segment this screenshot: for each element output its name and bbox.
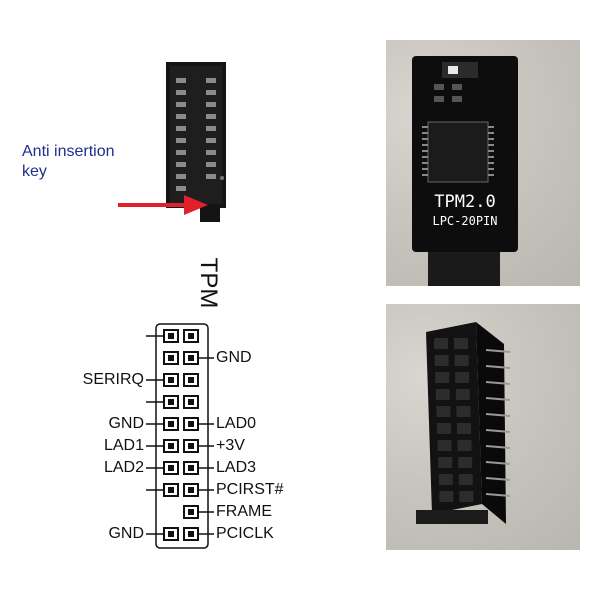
connector-pin xyxy=(485,397,511,401)
right-pin-label: PCIRST# xyxy=(216,481,284,498)
pin-dot xyxy=(188,355,194,361)
pin-header-graphic xyxy=(146,323,214,549)
pin-dot xyxy=(188,421,194,427)
pin-dot xyxy=(168,531,174,537)
socket-hole xyxy=(437,440,452,451)
socket-hole xyxy=(435,372,450,383)
left-pin-label: LAD1 xyxy=(103,437,144,454)
tpm-module-illustration xyxy=(166,62,226,222)
socket-hole xyxy=(436,406,451,417)
right-pin-label: LAD3 xyxy=(216,459,257,476)
pin-dot xyxy=(188,443,194,449)
connector-pin xyxy=(485,461,511,465)
pin-dot xyxy=(168,465,174,471)
red-arrow-icon xyxy=(118,195,208,215)
socket-hole xyxy=(459,491,474,502)
left-pin-label: GND xyxy=(108,525,144,542)
pin-dot xyxy=(188,465,194,471)
pin-dot xyxy=(188,377,194,383)
pin-header-outline xyxy=(155,323,209,549)
connector-pin xyxy=(485,381,511,385)
left-pin-label: GND xyxy=(108,415,144,432)
socket-hole xyxy=(435,389,450,400)
pin-dot xyxy=(188,531,194,537)
diagram-title: TPM xyxy=(195,257,222,309)
socket-hole xyxy=(454,338,468,349)
pin-dot xyxy=(168,377,174,383)
pin-dot xyxy=(168,399,174,405)
pin-dot xyxy=(168,333,174,339)
pin-dot xyxy=(188,333,194,339)
connector-pin xyxy=(485,429,511,433)
socket-hole xyxy=(457,440,472,451)
socket-hole xyxy=(434,338,448,349)
connector-pin xyxy=(485,493,511,497)
right-pin-label: LAD0 xyxy=(216,415,257,432)
anti-insertion-label-line1: Anti insertion xyxy=(22,143,115,160)
pin-dot xyxy=(168,355,174,361)
socket-hole xyxy=(437,423,451,434)
socket-hole xyxy=(439,491,454,502)
connector-pin xyxy=(485,349,511,353)
left-pin-label: SERIRQ xyxy=(82,371,144,388)
connector-pin xyxy=(485,413,511,417)
right-pin-label: PCICLK xyxy=(216,525,274,542)
board-print-line1: TPM2.0 xyxy=(434,192,496,212)
pin-dot xyxy=(168,443,174,449)
pin-dot xyxy=(188,509,194,515)
socket-hole xyxy=(458,457,473,468)
tpm-board-photo: TPM2.0 LPC-20PIN xyxy=(386,40,580,286)
socket-hole xyxy=(438,474,453,485)
right-pin-label: GND xyxy=(216,349,252,366)
socket-hole xyxy=(457,423,471,434)
pin-dot xyxy=(168,421,174,427)
anti-insertion-label-line2: key xyxy=(22,163,47,180)
board-print-line2: LPC-20PIN xyxy=(432,214,498,228)
socket-hole xyxy=(438,457,453,468)
pin-dot xyxy=(168,487,174,493)
socket-hole xyxy=(458,474,473,485)
right-pin-label: FRAME xyxy=(216,503,272,520)
socket-hole xyxy=(456,406,471,417)
connector-pin xyxy=(485,365,511,369)
pin-dot xyxy=(188,487,194,493)
connector-pin xyxy=(485,445,511,449)
anti-insertion-key-label: Anti insertion key xyxy=(22,142,182,182)
tpm-connector-photo xyxy=(386,304,580,550)
socket-hole xyxy=(454,355,469,366)
socket-hole xyxy=(434,355,449,366)
pin-dot xyxy=(188,399,194,405)
connector-pin xyxy=(485,477,511,481)
socket-hole xyxy=(455,372,470,383)
right-pin-label: +3V xyxy=(216,437,245,454)
left-pin-label: LAD2 xyxy=(103,459,144,476)
socket-hole xyxy=(455,389,470,400)
